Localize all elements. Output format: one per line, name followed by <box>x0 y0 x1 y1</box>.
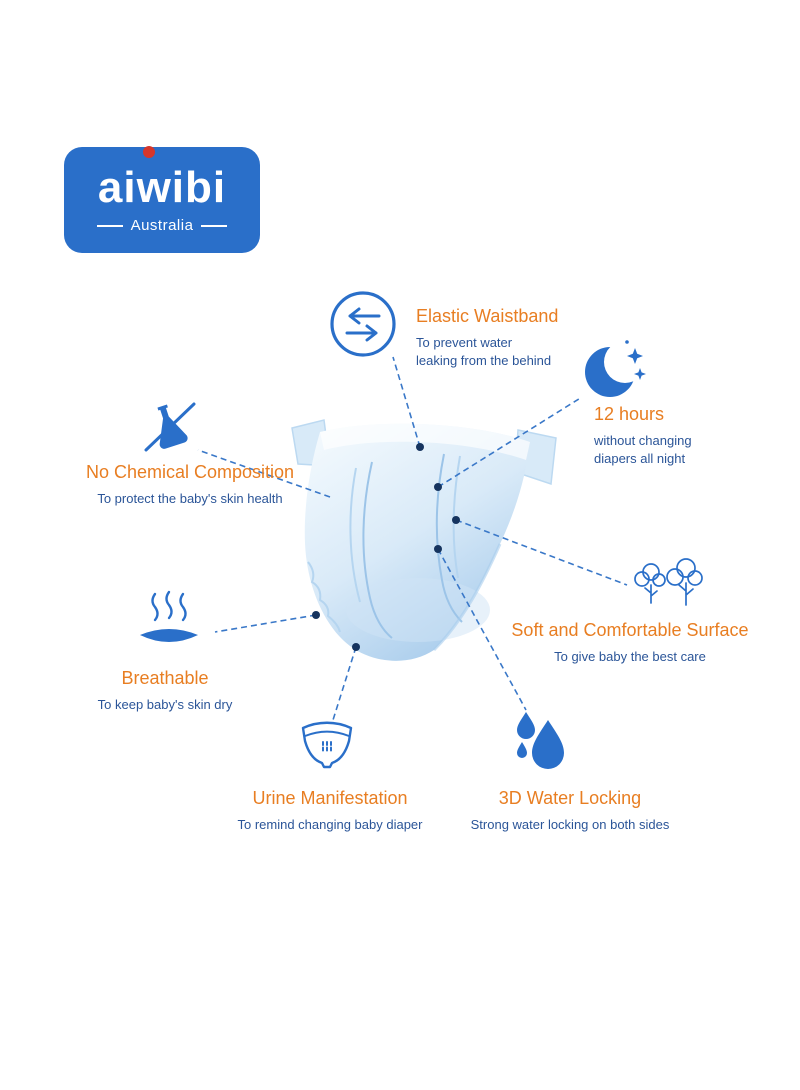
trees-icon <box>628 556 706 610</box>
feature-title: 3D Water Locking <box>498 788 642 808</box>
elastic-waistband-icon <box>326 287 400 361</box>
feature-description: Strong water locking on both sides <box>470 816 670 832</box>
logo-rule-left <box>96 224 123 227</box>
logo-brand-text: aiwibi <box>97 163 227 212</box>
aiwibi-logo: aiwibi Australia <box>64 146 260 253</box>
feature-title: No Chemical Composition <box>85 462 295 482</box>
logo-region-row: Australia <box>96 217 228 234</box>
feature-no-chemical-composition: No Chemical Composition To protect the b… <box>60 462 320 508</box>
logo-rule-right <box>201 224 228 227</box>
feature-breathable: Breathable To keep baby's skin dry <box>55 668 275 714</box>
feature-title: Elastic Waistband <box>416 306 559 326</box>
no-chemical-flask-icon <box>140 398 198 456</box>
feature-title: Urine Manifestation <box>252 788 408 808</box>
feature-description: To remind changing baby diaper <box>237 816 423 832</box>
diaper-indicator-icon <box>296 716 358 774</box>
feature-urine-manifestation: Urine Manifestation To remind changing b… <box>205 788 455 834</box>
feature-description: To protect the baby's skin health <box>97 490 283 506</box>
feature-title: Soft and Comfortable Surface <box>511 620 749 640</box>
breathable-steam-icon <box>136 590 202 648</box>
feature-title: Breathable <box>121 668 209 688</box>
feature-description: To prevent water leaking from the behind <box>416 334 552 369</box>
logo-region-text: Australia <box>130 217 194 234</box>
feature-description: To give baby the best care <box>554 648 706 664</box>
feature-3d-water-locking: 3D Water Locking Strong water locking on… <box>445 788 695 834</box>
feature-elastic-waistband: Elastic Waistband To prevent water leaki… <box>416 306 636 371</box>
feature-description: To keep baby's skin dry <box>97 696 233 712</box>
feature-title: 12 hours <box>594 404 665 424</box>
logo-red-dot <box>143 146 155 158</box>
water-drops-icon <box>512 708 570 774</box>
feature-description: without changing diapers all night <box>594 432 692 467</box>
moon-stars-icon <box>580 336 646 402</box>
feature-soft-comfortable-surface: Soft and Comfortable Surface To give bab… <box>480 620 780 666</box>
feature-twelve-hours: 12 hours without changing diapers all ni… <box>594 404 794 469</box>
